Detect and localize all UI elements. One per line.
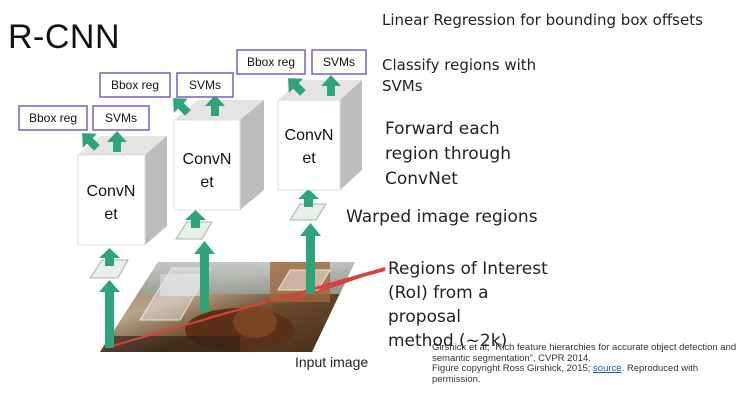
citation-line3-suffix: . Reproduced with permission.	[432, 363, 699, 385]
step-classify-line2: SVMs	[382, 77, 423, 95]
warped-region-2	[175, 221, 213, 240]
bbox-reg-label-2: Bbox reg	[111, 78, 159, 92]
roi-pointer-lines	[111, 267, 386, 347]
arrow-warp-to-convnet-1	[99, 248, 120, 266]
citation-source-link[interactable]: source	[593, 363, 622, 374]
step-roi-line3: method (~2k)	[388, 331, 508, 351]
input-to-warp-arrows	[99, 223, 321, 348]
arrow-input-to-warp-1	[99, 280, 120, 348]
output-boxes-2: Bbox reg SVMs	[99, 72, 234, 98]
arrow-warp-to-convnet-3	[298, 189, 319, 207]
arrow-input-to-warp-3	[300, 223, 321, 294]
arrow-to-svm-3	[321, 75, 341, 96]
bbox-reg-box-1	[18, 105, 88, 131]
convnet-output-arrows	[82, 75, 341, 152]
svms-box-1	[92, 105, 150, 131]
convnet-cube-2: ConvN et	[173, 100, 264, 211]
step-forward-line3: ConvNet	[385, 169, 458, 189]
citation-line3: Figure copyright Ross Girshick, 2015; so…	[432, 363, 747, 385]
input-image-label: Input image	[295, 354, 369, 370]
convnet-2-line2: et	[200, 174, 214, 191]
warped-region-1	[89, 259, 129, 279]
slide-title: R-CNN	[8, 18, 121, 56]
arrow-to-svm-1	[107, 131, 127, 152]
svms-box-3	[311, 49, 367, 75]
citation-line2: semantic segmentation”, CVPR 2014.	[432, 352, 591, 364]
convnet-2-line1: ConvN	[183, 151, 232, 168]
convnet-3-line1: ConvN	[285, 127, 334, 144]
arrow-input-to-warp-2	[194, 241, 215, 312]
arrow-to-bbox-1	[82, 133, 100, 151]
arrow-to-bbox-2	[173, 98, 191, 116]
output-boxes-3: Bbox reg SVMs	[236, 49, 367, 75]
bbox-reg-box-2	[99, 72, 171, 98]
arrow-to-svm-2	[205, 95, 225, 116]
output-boxes-1: Bbox reg SVMs	[18, 105, 150, 131]
bbox-reg-label-1: Bbox reg	[29, 111, 77, 125]
convnet-1-line1: ConvN	[87, 183, 136, 200]
svms-label-2: SVMs	[189, 78, 221, 92]
step-linear-regression: Linear Regression for bounding box offse…	[382, 11, 703, 29]
input-image	[100, 262, 355, 352]
step-forward-line1: Forward each	[385, 119, 500, 139]
svms-label-3: SVMs	[323, 55, 355, 69]
step-forward-line2: region through	[385, 144, 511, 164]
bbox-reg-box-3	[236, 49, 306, 75]
citation-line1: Girshick et al, “Rich feature hierarchie…	[432, 342, 737, 353]
step-classify-line1: Classify regions with	[382, 56, 537, 74]
step-forward: Forward each region through ConvNet	[385, 117, 525, 192]
step-roi-line2: (RoI) from a proposal	[388, 283, 489, 327]
citation-line3-prefix: Figure copyright Ross Girshick, 2015;	[432, 363, 591, 374]
svms-box-2	[176, 72, 234, 98]
warp-to-convnet-arrows	[99, 189, 319, 266]
convnet-3-line2: et	[302, 150, 316, 167]
step-classify: Classify regions with SVMs	[382, 55, 552, 97]
warped-region-3	[289, 203, 327, 221]
convnet-cube-3: ConvN et	[277, 80, 362, 191]
bbox-reg-label-3: Bbox reg	[247, 55, 295, 69]
convnet-cube-1: ConvN et	[77, 136, 167, 246]
arrow-warp-to-convnet-2	[185, 210, 206, 228]
step-regions-of-interest: Regions of Interest (RoI) from a proposa…	[388, 257, 558, 353]
step-warped-regions: Warped image regions	[346, 207, 538, 227]
svms-label-1: SVMs	[105, 111, 137, 125]
step-roi-line1: Regions of Interest	[388, 259, 548, 279]
warped-regions	[89, 203, 327, 279]
citation: Girshick et al, “Rich feature hierarchie…	[432, 342, 747, 385]
arrow-to-bbox-3	[288, 78, 306, 96]
convnet-1-line2: et	[104, 206, 118, 223]
